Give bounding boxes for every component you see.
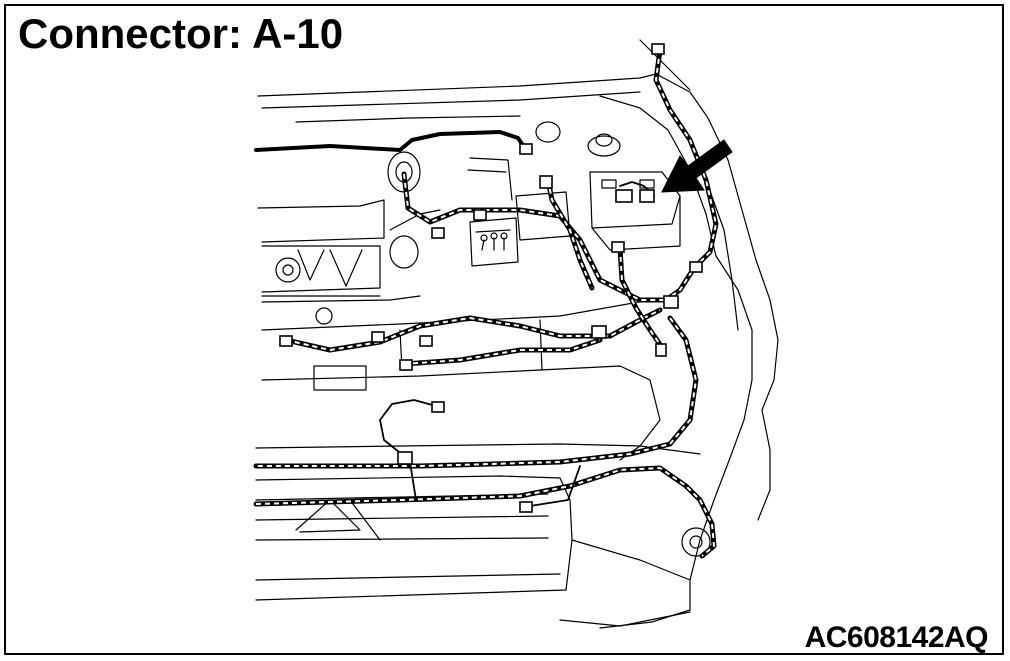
connector-icon [519, 143, 533, 155]
diagram-frame [4, 4, 1004, 655]
fuse-block [467, 157, 571, 241]
connector-icon [689, 261, 703, 273]
connector-icon [473, 209, 487, 221]
arrow-icon [661, 139, 733, 193]
fender-outline [599, 179, 771, 629]
connector-icon [397, 451, 413, 465]
connector-icon [419, 335, 433, 347]
connector-icon [655, 343, 667, 357]
connector-icon [591, 325, 607, 339]
connector-icon [651, 43, 665, 55]
strut-tower-right [535, 121, 621, 157]
connector-icon [663, 295, 679, 309]
connector-icon [371, 331, 385, 343]
hood-outline [257, 39, 779, 411]
relay-box [469, 217, 519, 267]
connector-icon [399, 359, 413, 371]
front-bumper [255, 443, 711, 627]
connector-icon [639, 189, 655, 203]
connector-icon [431, 227, 445, 239]
connector-icon [539, 175, 553, 189]
engine-block [257, 199, 441, 303]
diagram-title: Connector: A-10 [18, 10, 344, 57]
wiring-harness [253, 47, 719, 559]
connector-a10-icon [615, 189, 633, 203]
connectors [279, 43, 703, 513]
connector-icon [519, 501, 533, 513]
solid-wire-upper [254, 130, 528, 152]
connector-icon [279, 335, 293, 347]
connector-icon [611, 241, 625, 253]
radiator-support [261, 299, 661, 461]
figure-id: AC608142AQ [804, 621, 989, 654]
connector-icon [431, 401, 445, 413]
